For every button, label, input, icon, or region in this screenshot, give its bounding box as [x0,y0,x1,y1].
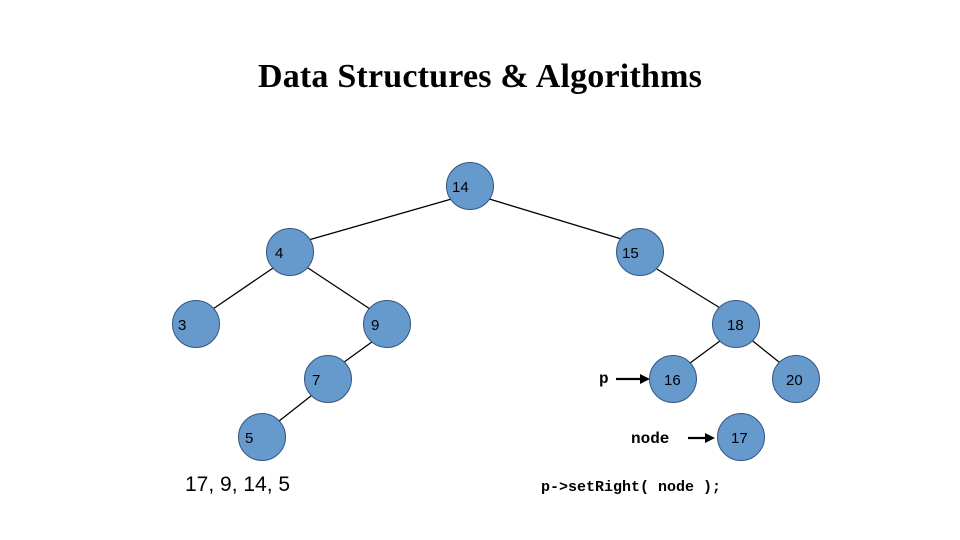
tree-node[interactable] [363,300,411,348]
edge-14-15 [485,197,629,242]
edge-4-9 [304,265,374,312]
tree-node[interactable] [238,413,286,461]
tree-node[interactable] [446,162,494,210]
tree-node[interactable] [304,355,352,403]
page-title: Data Structures & Algorithms [257,58,703,95]
edge-9-7 [339,338,377,366]
tree-node-label: 20 [786,372,803,389]
left-caption: 17, 9, 14, 5 [185,473,291,496]
tree-node-label: 4 [275,245,284,262]
tree-node[interactable] [616,228,664,276]
pointer-label-p: p [599,370,609,388]
tree-node-label: 14 [452,179,469,196]
code-statement: p->setRight( node ); [541,479,722,496]
pointer-arrow-p [616,374,650,384]
tree-node-label: 15 [622,245,639,262]
edge-18-16 [685,337,725,367]
tree-node[interactable] [712,300,760,348]
edge-4-3 [209,265,277,312]
edge-7-5 [273,391,317,426]
tree-node-label: 18 [727,317,744,334]
tree-node-label: 5 [245,430,254,447]
edge-15-18 [651,265,726,312]
tree-node-label: 7 [312,372,321,389]
tree-node[interactable] [172,300,220,348]
tree-node[interactable] [266,228,314,276]
tree-node-label: 17 [731,430,748,447]
tree-node[interactable] [717,413,765,461]
tree-node-label: 3 [178,317,187,334]
edge-14-4 [304,197,456,242]
tree-node[interactable] [772,355,820,403]
tree-node[interactable] [649,355,697,403]
tree-node-label: 9 [371,317,380,334]
pointer-arrow-node [688,433,715,443]
tree-node-label: 16 [664,372,681,389]
pointer-label-node: node [631,430,670,448]
